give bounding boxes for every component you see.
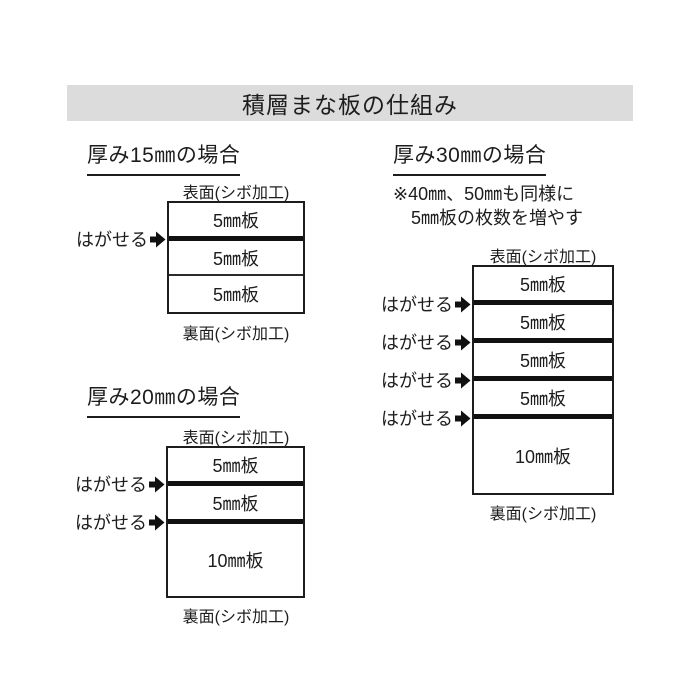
note-line-2: 5㎜板の枚数を増やす	[411, 208, 584, 228]
layer-5mm: 5㎜板	[519, 274, 566, 295]
section-heading-20mm: 厚み20㎜の場合	[87, 381, 241, 418]
surface-label-15mm: 表面(シボ加工)	[182, 185, 290, 202]
layer-5mm: 5㎜板	[519, 312, 566, 333]
layer-5mm: 5㎜板	[519, 350, 566, 371]
peel-line	[474, 338, 612, 343]
peel-label: はがせる	[381, 295, 453, 315]
arrow-right-icon	[149, 514, 165, 530]
peel-label: はがせる	[381, 333, 453, 353]
peel-label: はがせる	[76, 230, 148, 250]
peel-label: はがせる	[75, 513, 147, 533]
peel-line	[474, 376, 612, 381]
back-label-15mm: 裏面(シボ加工)	[182, 326, 290, 343]
peel-label: はがせる	[381, 371, 453, 391]
section-heading-30mm: 厚み30㎜の場合	[393, 139, 547, 176]
peel-label: はがせる	[75, 475, 147, 495]
arrow-right-icon	[455, 410, 471, 426]
peel-callout: はがせる	[381, 367, 471, 393]
layer-diagram-15mm: 5㎜板 5㎜板 5㎜板	[167, 201, 305, 314]
layer-5mm: 5㎜板	[519, 388, 566, 409]
peel-callout: はがせる	[76, 226, 166, 252]
section-heading-15mm: 厚み15㎜の場合	[87, 139, 241, 176]
arrow-right-icon	[455, 372, 471, 388]
back-label-20mm: 裏面(シボ加工)	[182, 609, 290, 626]
peel-label: はがせる	[381, 409, 453, 429]
peel-callout: はがせる	[381, 291, 471, 317]
peel-line	[168, 481, 303, 486]
arrow-right-icon	[455, 296, 471, 312]
layer-5mm: 5㎜板	[212, 493, 259, 514]
surface-label-20mm: 表面(シボ加工)	[182, 430, 290, 447]
layer-10mm: 10㎜板	[207, 551, 264, 571]
layer-5mm: 5㎜板	[212, 248, 259, 269]
back-label-30mm: 裏面(シボ加工)	[489, 506, 597, 523]
peel-line	[474, 414, 612, 419]
peel-callout: はがせる	[75, 471, 165, 497]
peel-callout: はがせる	[75, 509, 165, 535]
seam-line	[169, 274, 303, 276]
peel-line	[169, 236, 303, 241]
peel-line	[168, 519, 303, 524]
surface-label-30mm: 表面(シボ加工)	[489, 249, 597, 266]
layer-5mm: 5㎜板	[212, 210, 259, 231]
note-30mm: ※40㎜、50㎜も同様に 5㎜板の枚数を増やす	[393, 182, 583, 230]
arrow-right-icon	[455, 334, 471, 350]
layer-10mm: 10㎜板	[514, 447, 572, 467]
peel-callout: はがせる	[381, 329, 471, 355]
page-title: 積層まな板の仕組み	[67, 85, 633, 121]
layer-diagram-20mm: 5㎜板 5㎜板 10㎜板	[166, 446, 305, 598]
layer-diagram-30mm: 5㎜板 5㎜板 5㎜板 5㎜板 10㎜板	[472, 265, 614, 495]
arrow-right-icon	[149, 476, 165, 492]
layer-5mm: 5㎜板	[212, 455, 259, 476]
peel-callout: はがせる	[381, 405, 471, 431]
layer-5mm: 5㎜板	[212, 285, 259, 305]
peel-line	[474, 300, 612, 305]
note-line-1: ※40㎜、50㎜も同様に	[393, 184, 575, 204]
page-title-text: 積層まな板の仕組み	[242, 92, 458, 118]
arrow-right-icon	[150, 231, 166, 247]
